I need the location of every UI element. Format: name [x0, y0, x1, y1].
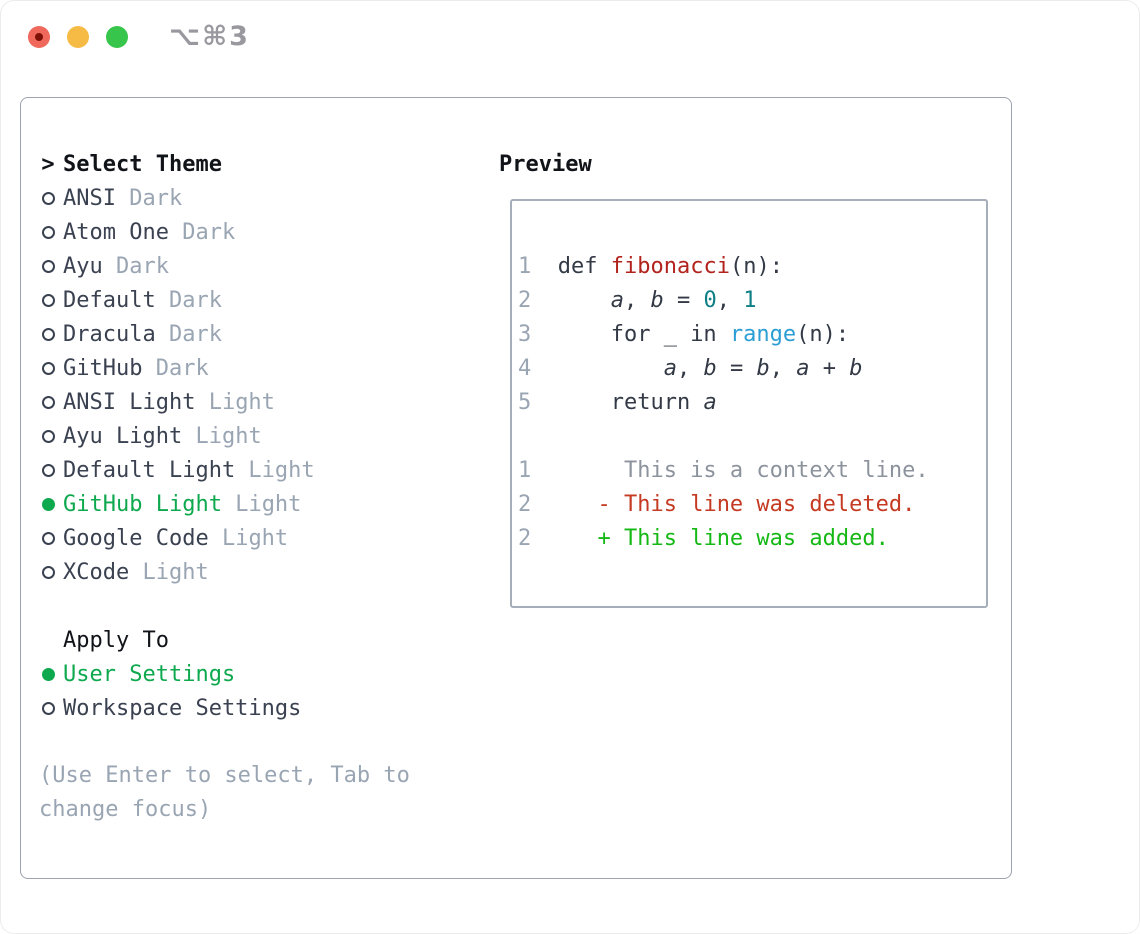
theme-item-label: Ayu Light	[63, 423, 183, 449]
radio-icon	[41, 463, 55, 477]
cursor-icon: >	[41, 151, 55, 177]
theme-item-default[interactable]: Default Dark	[33, 283, 410, 317]
preview-box: 1 def fibonacci(n): 2 a, b = 0, 1 3 for _ …	[510, 199, 988, 608]
theme-item-ansi-light[interactable]: ANSI Light Light	[33, 385, 410, 419]
radio-icon	[41, 293, 55, 307]
window-title-shortcut: ⌥⌘3	[169, 21, 250, 52]
theme-list-heading: Select Theme	[63, 151, 222, 177]
theme-item-xcode[interactable]: XCode Light	[33, 555, 410, 589]
code-line: 3 for _ in range(n):	[518, 322, 850, 347]
theme-item-label: GitHub	[63, 355, 143, 381]
radio-icon	[41, 327, 55, 341]
theme-item-ansi[interactable]: ANSI Dark	[33, 181, 410, 215]
theme-item-label: Dracula	[63, 321, 156, 347]
theme-item-label: Default Light	[63, 457, 236, 483]
code-line: 2 a, b = 0, 1	[518, 288, 757, 313]
radio-icon	[41, 531, 55, 545]
theme-variant-label: Light	[208, 525, 289, 551]
theme-item-label: ANSI	[63, 185, 116, 211]
close-button[interactable]	[28, 26, 50, 48]
radio-icon	[41, 701, 55, 715]
theme-item-github[interactable]: GitHub Dark	[33, 351, 410, 385]
theme-item-github-light[interactable]: GitHub Light Light	[33, 487, 410, 521]
theme-variant-label: Light	[235, 457, 315, 483]
theme-variant-label: Dark	[168, 219, 236, 245]
diff-line: 1 This is a context line.	[518, 458, 929, 483]
preview-heading: Preview	[499, 151, 592, 177]
apply-option-label: User Settings	[63, 661, 236, 687]
theme-item-ayu-light[interactable]: Ayu Light Light	[33, 419, 410, 453]
radio-icon	[41, 429, 55, 443]
spacer	[33, 589, 410, 623]
radio-selected-icon	[41, 667, 55, 681]
syntax-sample: 1 def fibonacci(n): 2 a, b = 0, 1 3 for _ …	[518, 250, 986, 420]
code-line: 5 return a	[518, 390, 717, 415]
theme-item-label: ANSI Light	[63, 389, 196, 415]
theme-item-default-light[interactable]: Default Light Light	[33, 453, 410, 487]
radio-icon	[41, 565, 55, 579]
minimize-button[interactable]	[67, 26, 89, 48]
apply-to-heading: Apply To	[63, 627, 169, 653]
radio-icon	[41, 191, 55, 205]
radio-selected-icon	[41, 497, 55, 511]
theme-variant-label: Light	[129, 559, 209, 585]
theme-item-label: Default	[63, 287, 156, 313]
apply-option-label: Workspace Settings	[63, 695, 302, 721]
diff-line: 2 - This line was deleted.	[518, 492, 916, 517]
theme-item-ayu[interactable]: Ayu Dark	[33, 249, 410, 283]
theme-item-dracula[interactable]: Dracula Dark	[33, 317, 410, 351]
theme-variant-label: Dark	[115, 185, 183, 211]
apply-option-user-settings[interactable]: User Settings	[33, 657, 410, 691]
keyboard-hint-line: (Use Enter to select, Tab to	[39, 763, 410, 788]
diff-sample: 1 This is a context line. 2 - This line w…	[518, 454, 986, 556]
theme-item-label: GitHub Light	[63, 491, 222, 517]
theme-item-label: XCode	[63, 559, 130, 585]
apply-option-workspace-settings[interactable]: Workspace Settings	[33, 691, 410, 725]
theme-variant-label: Dark	[155, 287, 222, 313]
theme-variant-label: Light	[195, 389, 275, 415]
radio-icon	[41, 259, 55, 273]
theme-item-label: Google Code	[63, 525, 209, 551]
theme-variant-label: Dark	[142, 355, 209, 381]
spacer	[33, 725, 410, 759]
theme-list-heading-row: > Select Theme	[33, 147, 410, 181]
theme-item-atom-one[interactable]: Atom One Dark	[33, 215, 410, 249]
title-bar: ⌥⌘3	[0, 0, 1140, 75]
code-line: 1 def fibonacci(n):	[518, 254, 783, 279]
zoom-button[interactable]	[106, 26, 128, 48]
theme-item-label: Ayu	[63, 253, 103, 279]
theme-item-google-code[interactable]: Google Code Light	[33, 521, 410, 555]
keyboard-hint: (Use Enter to select, Tab to change focus…	[39, 759, 410, 827]
theme-variant-label: Dark	[155, 321, 222, 347]
keyboard-hint-line: change focus)	[39, 797, 212, 822]
radio-icon	[41, 225, 55, 239]
code-line: 4 a, b = b, a + b	[518, 356, 863, 381]
theme-variant-label: Dark	[102, 253, 169, 279]
radio-icon	[41, 395, 55, 409]
apply-to-heading-row: Apply To	[33, 623, 410, 657]
theme-item-label: Atom One	[63, 219, 169, 245]
radio-icon	[41, 361, 55, 375]
diff-line: 2 + This line was added.	[518, 526, 889, 551]
theme-variant-label: Light	[182, 423, 262, 449]
theme-variant-label: Light	[221, 491, 302, 517]
code-preview: 1 def fibonacci(n): 2 a, b = 0, 1 3 for _ …	[512, 201, 986, 556]
